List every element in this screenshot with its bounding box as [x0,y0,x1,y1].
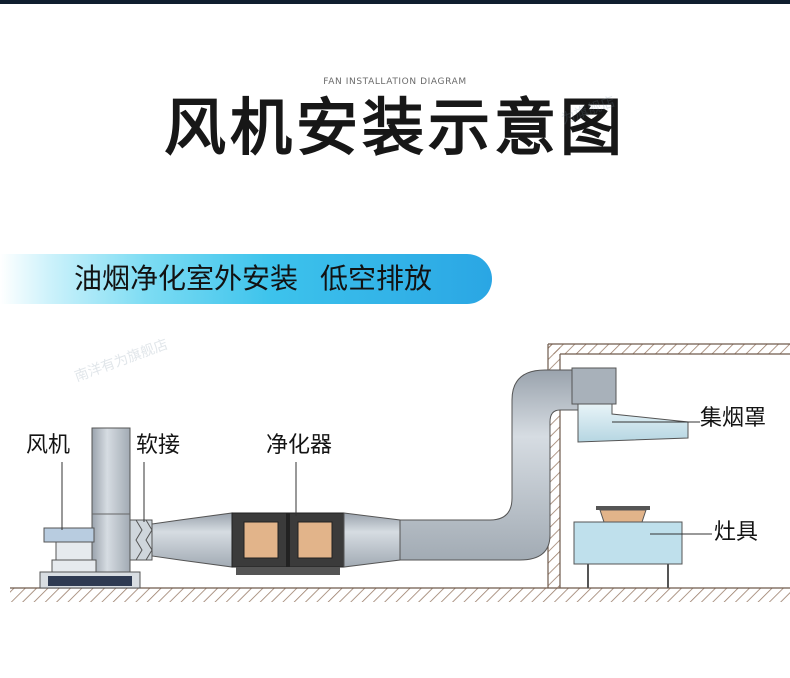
top-border [0,0,790,4]
label-purifier: 净化器 [266,433,333,458]
install-banner: 油烟净化室外安装低空排放 [0,254,492,304]
banner-text: 油烟净化室外安装低空排放 [74,261,432,297]
duct-right [343,369,579,568]
leader-lines [61,462,297,530]
label-stove: 灶具 [714,520,759,545]
duct-left [151,512,233,568]
stove [573,506,712,588]
ground [10,587,790,602]
label-hood: 集烟罩 [700,406,767,431]
purifier [231,512,345,575]
banner-main-text: 油烟净化室外安装 [74,262,299,295]
label-fan: 风机 [26,433,71,458]
fume-hood [571,367,700,443]
fan-unit [39,427,141,589]
diagram-subtitle: FAN INSTALLATION DIAGRAM [323,77,467,87]
banner-side-text: 低空排放 [320,262,433,295]
soft-joint [129,519,153,561]
installation-diagram [10,343,790,602]
label-soft-joint: 软接 [136,433,181,458]
diagram-title: 风机安装示意图 [163,91,626,164]
